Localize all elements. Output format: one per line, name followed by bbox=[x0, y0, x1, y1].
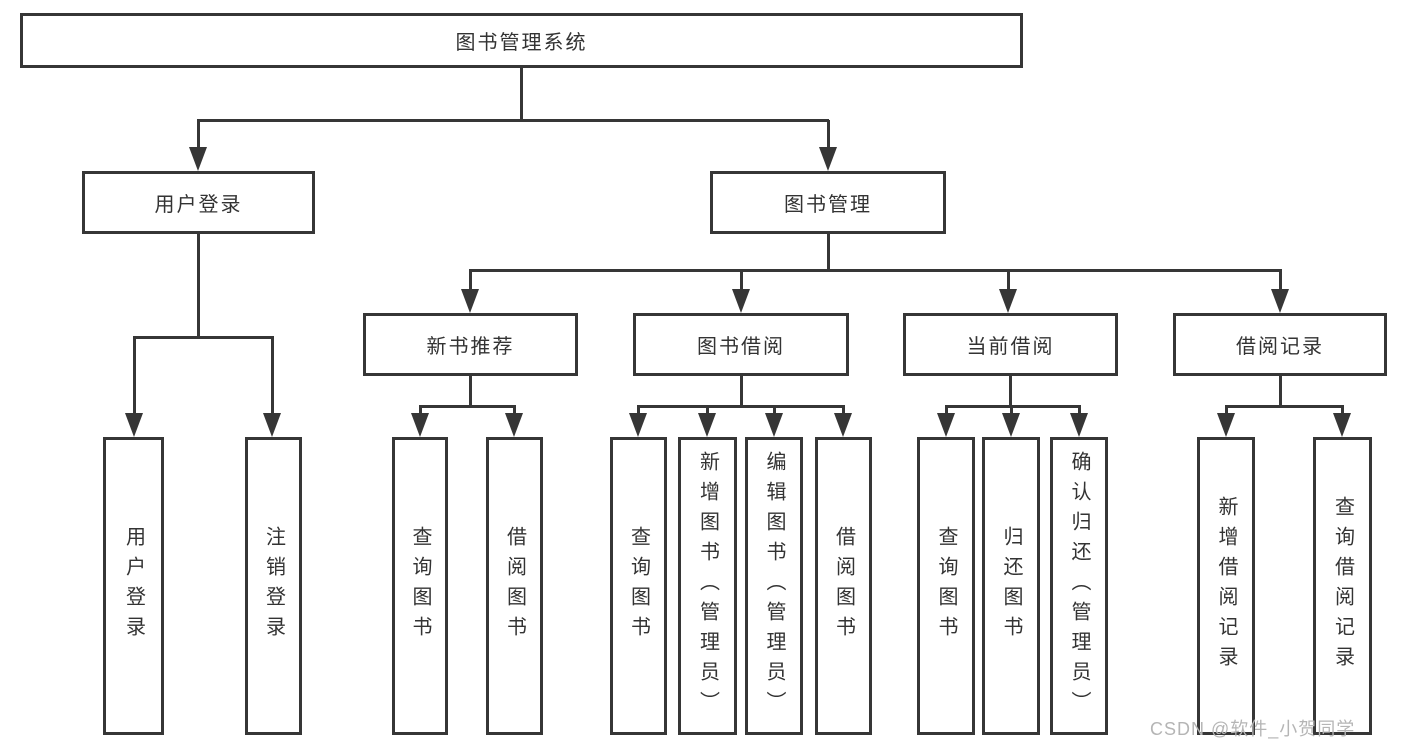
leaf-logout: 注销登录 bbox=[245, 437, 302, 735]
connector-line bbox=[419, 405, 516, 408]
arrowhead-down-icon bbox=[189, 147, 207, 171]
node-new-book-recommend-label: 新书推荐 bbox=[426, 336, 515, 358]
connector-line bbox=[1225, 406, 1228, 414]
node-book-management-label: 图书管理 bbox=[784, 194, 872, 216]
connector-line bbox=[827, 234, 830, 271]
connector-line bbox=[945, 406, 948, 414]
arrowhead-down-icon bbox=[411, 413, 429, 437]
arrowhead-down-icon bbox=[505, 413, 523, 437]
arrowhead-down-icon bbox=[937, 413, 955, 437]
leaf-borrow-borrow: 借阅图书 bbox=[815, 437, 872, 735]
leaf-record-query: 查询借阅记录 bbox=[1313, 437, 1372, 735]
connector-line bbox=[1225, 405, 1344, 408]
leaf-current-query-label: 查询图书 bbox=[935, 526, 957, 646]
connector-line bbox=[773, 406, 776, 414]
node-book-management: 图书管理 bbox=[710, 171, 946, 234]
watermark: CSDN @软件_小贺同学 bbox=[1150, 719, 1356, 739]
leaf-newbook-query-label: 查询图书 bbox=[409, 526, 431, 646]
leaf-user-login-label: 用户登录 bbox=[122, 526, 145, 646]
arrowhead-down-icon bbox=[765, 413, 783, 437]
connector-line bbox=[271, 337, 274, 414]
arrowhead-down-icon bbox=[732, 289, 750, 313]
arrowhead-down-icon bbox=[834, 413, 852, 437]
connector-line bbox=[1010, 406, 1013, 414]
leaf-current-return: 归还图书 bbox=[982, 437, 1040, 735]
leaf-borrow-query: 查询图书 bbox=[610, 437, 667, 735]
leaf-borrow-edit-label: 编辑图书（管理员） bbox=[763, 451, 785, 721]
leaf-borrow-add: 新增图书（管理员） bbox=[678, 437, 737, 735]
node-book-borrow-label: 图书借阅 bbox=[697, 336, 785, 358]
connector-line bbox=[1279, 376, 1282, 407]
connector-line bbox=[197, 120, 200, 148]
leaf-logout-label: 注销登录 bbox=[262, 526, 285, 646]
connector-line bbox=[469, 269, 1282, 272]
connector-line bbox=[133, 337, 136, 414]
arrowhead-down-icon bbox=[999, 289, 1017, 313]
connector-line bbox=[637, 406, 640, 414]
node-borrow-records: 借阅记录 bbox=[1173, 313, 1387, 376]
leaf-borrow-borrow-label: 借阅图书 bbox=[832, 526, 855, 646]
leaf-current-query: 查询图书 bbox=[917, 437, 975, 735]
leaf-record-query-label: 查询借阅记录 bbox=[1331, 496, 1354, 676]
connector-line bbox=[740, 270, 743, 290]
leaf-user-login: 用户登录 bbox=[103, 437, 164, 735]
connector-line bbox=[513, 406, 516, 414]
connector-line bbox=[197, 234, 200, 337]
connector-line bbox=[469, 376, 472, 407]
connector-line bbox=[1007, 270, 1010, 290]
connector-line bbox=[842, 406, 845, 414]
arrowhead-down-icon bbox=[629, 413, 647, 437]
leaf-current-confirm: 确认归还（管理员） bbox=[1050, 437, 1108, 735]
node-book-borrow: 图书借阅 bbox=[633, 313, 849, 376]
connector-line bbox=[520, 68, 523, 120]
arrowhead-down-icon bbox=[1070, 413, 1088, 437]
connector-line bbox=[945, 405, 1081, 408]
connector-line bbox=[740, 376, 743, 407]
connector-line bbox=[1009, 376, 1012, 407]
leaf-current-confirm-label: 确认归还（管理员） bbox=[1068, 451, 1090, 721]
leaf-record-add-label: 新增借阅记录 bbox=[1215, 496, 1237, 676]
node-user-login-label: 用户登录 bbox=[154, 194, 243, 216]
connector-line bbox=[1279, 270, 1282, 290]
arrowhead-down-icon bbox=[1217, 413, 1235, 437]
arrowhead-down-icon bbox=[461, 289, 479, 313]
connector-line bbox=[1341, 406, 1344, 414]
node-user-login: 用户登录 bbox=[82, 171, 315, 234]
node-current-borrow-label: 当前借阅 bbox=[966, 336, 1055, 358]
arrowhead-down-icon bbox=[263, 413, 281, 437]
connector-line bbox=[419, 406, 422, 414]
leaf-current-return-label: 归还图书 bbox=[1000, 526, 1022, 646]
arrowhead-down-icon bbox=[698, 413, 716, 437]
node-new-book-recommend: 新书推荐 bbox=[363, 313, 578, 376]
connector-line bbox=[637, 405, 845, 408]
connector-line bbox=[827, 120, 830, 148]
connector-line bbox=[469, 270, 472, 290]
arrowhead-down-icon bbox=[819, 147, 837, 171]
node-root: 图书管理系统 bbox=[20, 13, 1023, 68]
node-root-label: 图书管理系统 bbox=[455, 32, 588, 54]
connector-line bbox=[133, 336, 274, 339]
leaf-borrow-query-label: 查询图书 bbox=[627, 526, 650, 646]
connector-line bbox=[197, 119, 829, 122]
leaf-borrow-add-label: 新增图书（管理员） bbox=[696, 451, 719, 721]
leaf-newbook-query: 查询图书 bbox=[392, 437, 448, 735]
connector-line bbox=[706, 406, 709, 414]
node-current-borrow: 当前借阅 bbox=[903, 313, 1118, 376]
arrowhead-down-icon bbox=[1333, 413, 1351, 437]
arrowhead-down-icon bbox=[1271, 289, 1289, 313]
node-borrow-records-label: 借阅记录 bbox=[1236, 336, 1324, 358]
arrowhead-down-icon bbox=[125, 413, 143, 437]
leaf-borrow-edit: 编辑图书（管理员） bbox=[745, 437, 803, 735]
leaf-newbook-borrow-label: 借阅图书 bbox=[503, 526, 526, 646]
leaf-newbook-borrow: 借阅图书 bbox=[486, 437, 543, 735]
leaf-record-add: 新增借阅记录 bbox=[1197, 437, 1255, 735]
arrowhead-down-icon bbox=[1002, 413, 1020, 437]
connector-line bbox=[1078, 406, 1081, 414]
